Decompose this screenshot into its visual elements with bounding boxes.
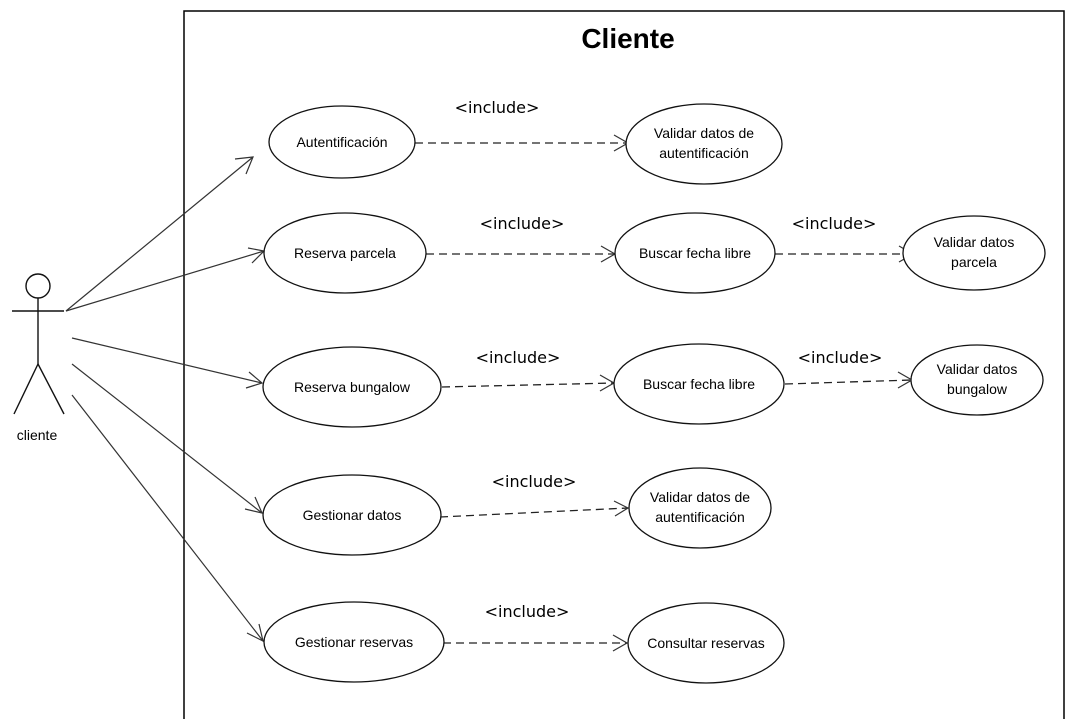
use-case-label: Consultar reservas (647, 635, 765, 651)
use-case-label: Autentificación (296, 134, 387, 150)
include-label: <include> (485, 602, 570, 621)
include-label: <include> (480, 214, 565, 233)
system-title: Cliente (581, 23, 674, 54)
use-case-ellipse (625, 103, 783, 185)
use-case-consultar-reservas: Consultar reservas (627, 602, 785, 684)
use-case-label: bungalow (947, 381, 1008, 397)
association-arrowhead (245, 371, 264, 389)
association-gestionar-reservas (71, 394, 264, 642)
use-case-ellipse (902, 215, 1046, 291)
include-line (441, 382, 615, 388)
use-case-buscar-fecha-libre-parcela: Buscar fecha libre (614, 212, 776, 294)
use-case-label: Reserva parcela (294, 245, 396, 261)
include-label: <include> (798, 348, 883, 367)
use-case-label: Validar datos (937, 361, 1018, 377)
actor-head (25, 273, 51, 299)
include-dependencies: <include> <include> <include> <include> … (415, 98, 915, 652)
include-label: <include> (492, 472, 577, 491)
use-case-ellipse (263, 212, 427, 294)
use-case-label: Validar datos de (650, 489, 750, 505)
use-case-label: autentificación (655, 509, 745, 525)
association-reserva-parcela (65, 250, 265, 312)
association-lines (65, 156, 266, 643)
use-case-reserva-parcela: Reserva parcela (263, 212, 427, 294)
use-case-label: Buscar fecha libre (639, 245, 751, 261)
use-case-ellipse (627, 602, 785, 684)
use-case-gestionar-datos: Gestionar datos (262, 474, 442, 556)
use-case-ellipse (613, 343, 785, 425)
use-case-validar-datos-autentificacion: Validar datos de autentificación (625, 103, 783, 185)
use-case-ellipse (263, 601, 445, 683)
use-case-reserva-bungalow: Reserva bungalow (262, 346, 442, 428)
association-arrowhead (234, 156, 254, 175)
use-case-validar-datos-parcela: Validar datos parcela (902, 215, 1046, 291)
use-case-ellipse (614, 212, 776, 294)
use-case-validar-datos-bungalow: Validar datos bungalow (910, 344, 1044, 416)
actor-right-leg (37, 363, 65, 415)
use-case-label: parcela (951, 254, 997, 270)
use-case-validar-datos-autentificacion-2: Validar datos de autentificación (628, 467, 772, 549)
use-case-ellipse (262, 474, 442, 556)
include-label: <include> (792, 214, 877, 233)
include-label: <include> (455, 98, 540, 117)
association-gestionar-datos (71, 363, 263, 514)
use-case-gestionar-reservas: Gestionar reservas (263, 601, 445, 683)
use-case-buscar-fecha-libre-bungalow: Buscar fecha libre (613, 343, 785, 425)
use-case-ellipse (268, 105, 416, 179)
use-case-label: Reserva bungalow (294, 379, 411, 395)
use-case-ellipse (628, 467, 772, 549)
association-arrowhead (246, 623, 264, 643)
use-case-label: Gestionar reservas (295, 634, 413, 650)
include-label: <include> (476, 348, 561, 367)
include-arrowhead (613, 500, 630, 517)
use-case-ellipse (262, 346, 442, 428)
include-arrowhead (612, 634, 629, 652)
include-line (439, 507, 629, 518)
actor-left-leg (13, 363, 39, 415)
include-line (784, 379, 913, 385)
use-case-label: Validar datos (934, 234, 1015, 250)
use-case-autentificacion: Autentificación (268, 105, 416, 179)
use-case-label: Gestionar datos (303, 507, 402, 523)
association-autentificacion (65, 156, 254, 312)
use-case-label: Validar datos de (654, 125, 754, 141)
use-case-ellipse (910, 344, 1044, 416)
use-case-label: autentificación (659, 145, 749, 161)
association-arrowhead (244, 496, 264, 514)
actor-label: cliente (17, 427, 58, 443)
actor-cliente: cliente (12, 273, 65, 443)
use-case-label: Buscar fecha libre (643, 376, 755, 392)
association-reserva-bungalow (71, 337, 263, 384)
